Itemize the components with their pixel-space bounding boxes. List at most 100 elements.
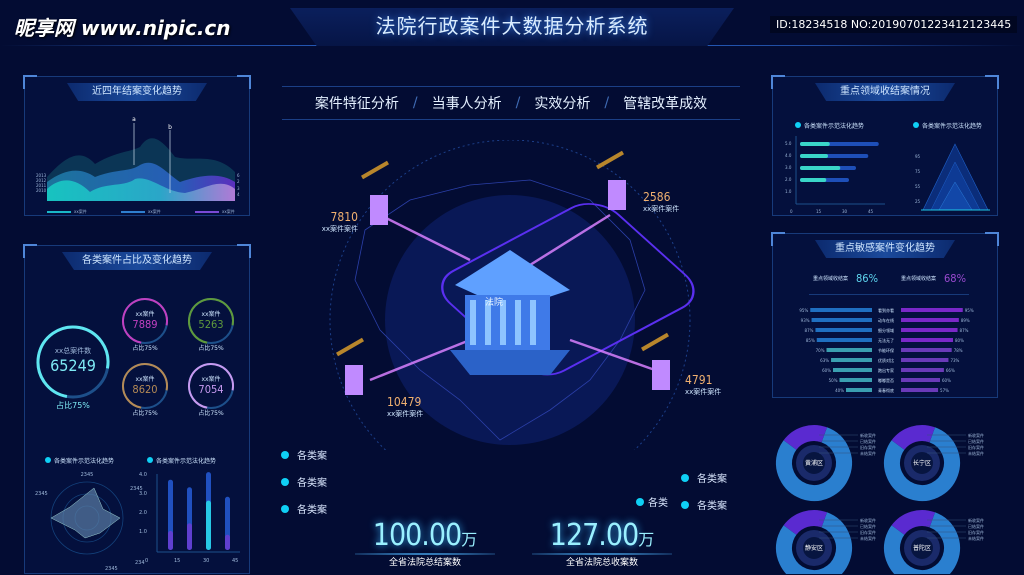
y-tick: 4.0 <box>139 472 147 478</box>
node-value: 4791 <box>685 373 713 387</box>
district-name: 长宁区 <box>913 459 931 467</box>
y-tick: 2.0 <box>139 510 147 516</box>
page-title: 法院行政案件大数据分析系统 <box>375 14 649 38</box>
bar-right <box>901 308 963 312</box>
left-legend: 各类案 各类案 各类案 <box>281 447 327 516</box>
tab-effectiveness[interactable]: 实效分析 <box>534 96 591 112</box>
legend-item: 各类 <box>636 494 668 509</box>
radar-label: 2345 <box>130 486 143 492</box>
bar-fill <box>800 142 830 146</box>
value-left: 40% <box>835 388 844 393</box>
nav-tabs: 案件特征分析/ 当事人分析/ 实效分析/ 管辖改革成效 <box>282 86 740 120</box>
value-right: 87% <box>960 328 969 333</box>
legend-item: 各类案 <box>281 447 327 462</box>
bar-left <box>846 388 872 392</box>
ring-value: 8620 <box>132 383 158 396</box>
y-tick: 3.0 <box>785 165 792 170</box>
pyramid-tick: 95 <box>915 154 921 159</box>
area-chart: a b 2013 2012 2011 2010 6 2 3 4 xx案件 xx案… <box>36 116 240 214</box>
ring-progress <box>122 363 169 409</box>
marker-b: b <box>168 124 172 131</box>
x-tick: 0 <box>790 209 793 214</box>
legend-swatch <box>47 211 71 213</box>
donut-legend-label: 新收案件 <box>860 432 876 438</box>
stat-total-closed: 100.00万 全省法院总结案数 <box>355 518 495 568</box>
donut-legend-label: 未结案件 <box>968 535 984 541</box>
watermark-logo: 昵享网 www.nipic.cn <box>14 16 231 40</box>
donut-legend-label: 新收案件 <box>860 517 876 523</box>
ring-label: xx案件 <box>135 311 155 318</box>
pyramid-title: 各类案件示范法化趋势 <box>913 121 982 130</box>
radar-chart: 2345 2345 2345 2345 2345 <box>35 472 145 572</box>
donut-core <box>803 537 825 559</box>
y-tick: 1.0 <box>785 189 792 194</box>
legend-label: 各类案 <box>697 501 727 512</box>
bar-fill <box>225 534 230 550</box>
donut-legend-label: 已结案件 <box>860 438 876 444</box>
pillar-icon <box>652 360 670 390</box>
panel-title: 近四年结案变化趋势 <box>67 83 207 101</box>
gavel-pillars <box>336 150 670 395</box>
right-tick: 2 <box>237 179 240 184</box>
y-tick: 5.0 <box>785 141 792 146</box>
donut-legend-label: 新收案件 <box>968 432 984 438</box>
kpi-label: 重点领域收结案 <box>901 276 937 282</box>
stat-total-received: 127.00万 全省法院总收案数 <box>532 518 672 568</box>
bullet-icon <box>636 497 644 506</box>
pillar-icon <box>608 180 626 210</box>
value-left: 87% <box>805 328 814 333</box>
donut-legend-label: 旧存案件 <box>968 444 984 450</box>
category-label: 青春彻底 <box>878 387 894 393</box>
value-right: 66% <box>946 368 955 373</box>
bar-left <box>826 348 872 352</box>
legend-label: xx案件 <box>148 208 161 214</box>
legend-label: 各类案 <box>697 474 727 485</box>
tab-case-features[interactable]: 案件特征分析 <box>314 96 399 112</box>
connection-beams <box>369 213 656 382</box>
radar-polygon <box>50 487 121 539</box>
ring-label: xx案件 <box>135 376 155 383</box>
ring-value: 5263 <box>198 318 224 331</box>
right-tick: 4 <box>237 192 240 197</box>
court-building-icon: 法院 <box>450 250 570 375</box>
value-left: 50% <box>829 378 838 383</box>
x-tick: 45 <box>868 209 874 214</box>
vbar-title: 各类案件示范法化趋势 <box>147 456 216 465</box>
gavel-icon <box>641 332 669 352</box>
main-ring-progress <box>36 325 110 399</box>
pyramid-title-text: 各类案件示范法化趋势 <box>922 123 983 130</box>
hbar-title-text: 各类案件示范法化趋势 <box>804 123 865 130</box>
pyramid-tick: 55 <box>915 184 921 189</box>
legend-swatch <box>195 211 219 213</box>
bullet-icon <box>913 122 919 128</box>
bar-right <box>901 388 939 392</box>
donut-core <box>911 537 933 559</box>
tab-jurisdiction-reform[interactable]: 管辖改革成效 <box>623 96 708 112</box>
value-right: 78% <box>954 348 963 353</box>
bar-fill <box>206 500 211 550</box>
category-label: 节能环保 <box>878 347 894 353</box>
kpi-value: 68% <box>944 272 967 285</box>
tab-parties[interactable]: 当事人分析 <box>431 96 502 112</box>
value-left: 70% <box>816 348 825 353</box>
donut-core <box>911 452 933 474</box>
bullet-icon <box>681 500 689 509</box>
bullet-icon <box>45 457 51 463</box>
legend-item: 各类案 <box>681 470 727 485</box>
legend-label: xx案件 <box>222 208 235 214</box>
bar-left <box>815 328 872 332</box>
district-name: 黄浦区 <box>805 459 823 467</box>
tab-separator: / <box>412 95 418 111</box>
ring-ratio: 占比75% <box>198 345 224 352</box>
legend-label: 各类案 <box>297 451 327 462</box>
right-legend: 各类案 各类案 <box>681 470 727 512</box>
value-right: 73% <box>950 358 959 363</box>
radar-label: 2345 <box>81 472 94 478</box>
